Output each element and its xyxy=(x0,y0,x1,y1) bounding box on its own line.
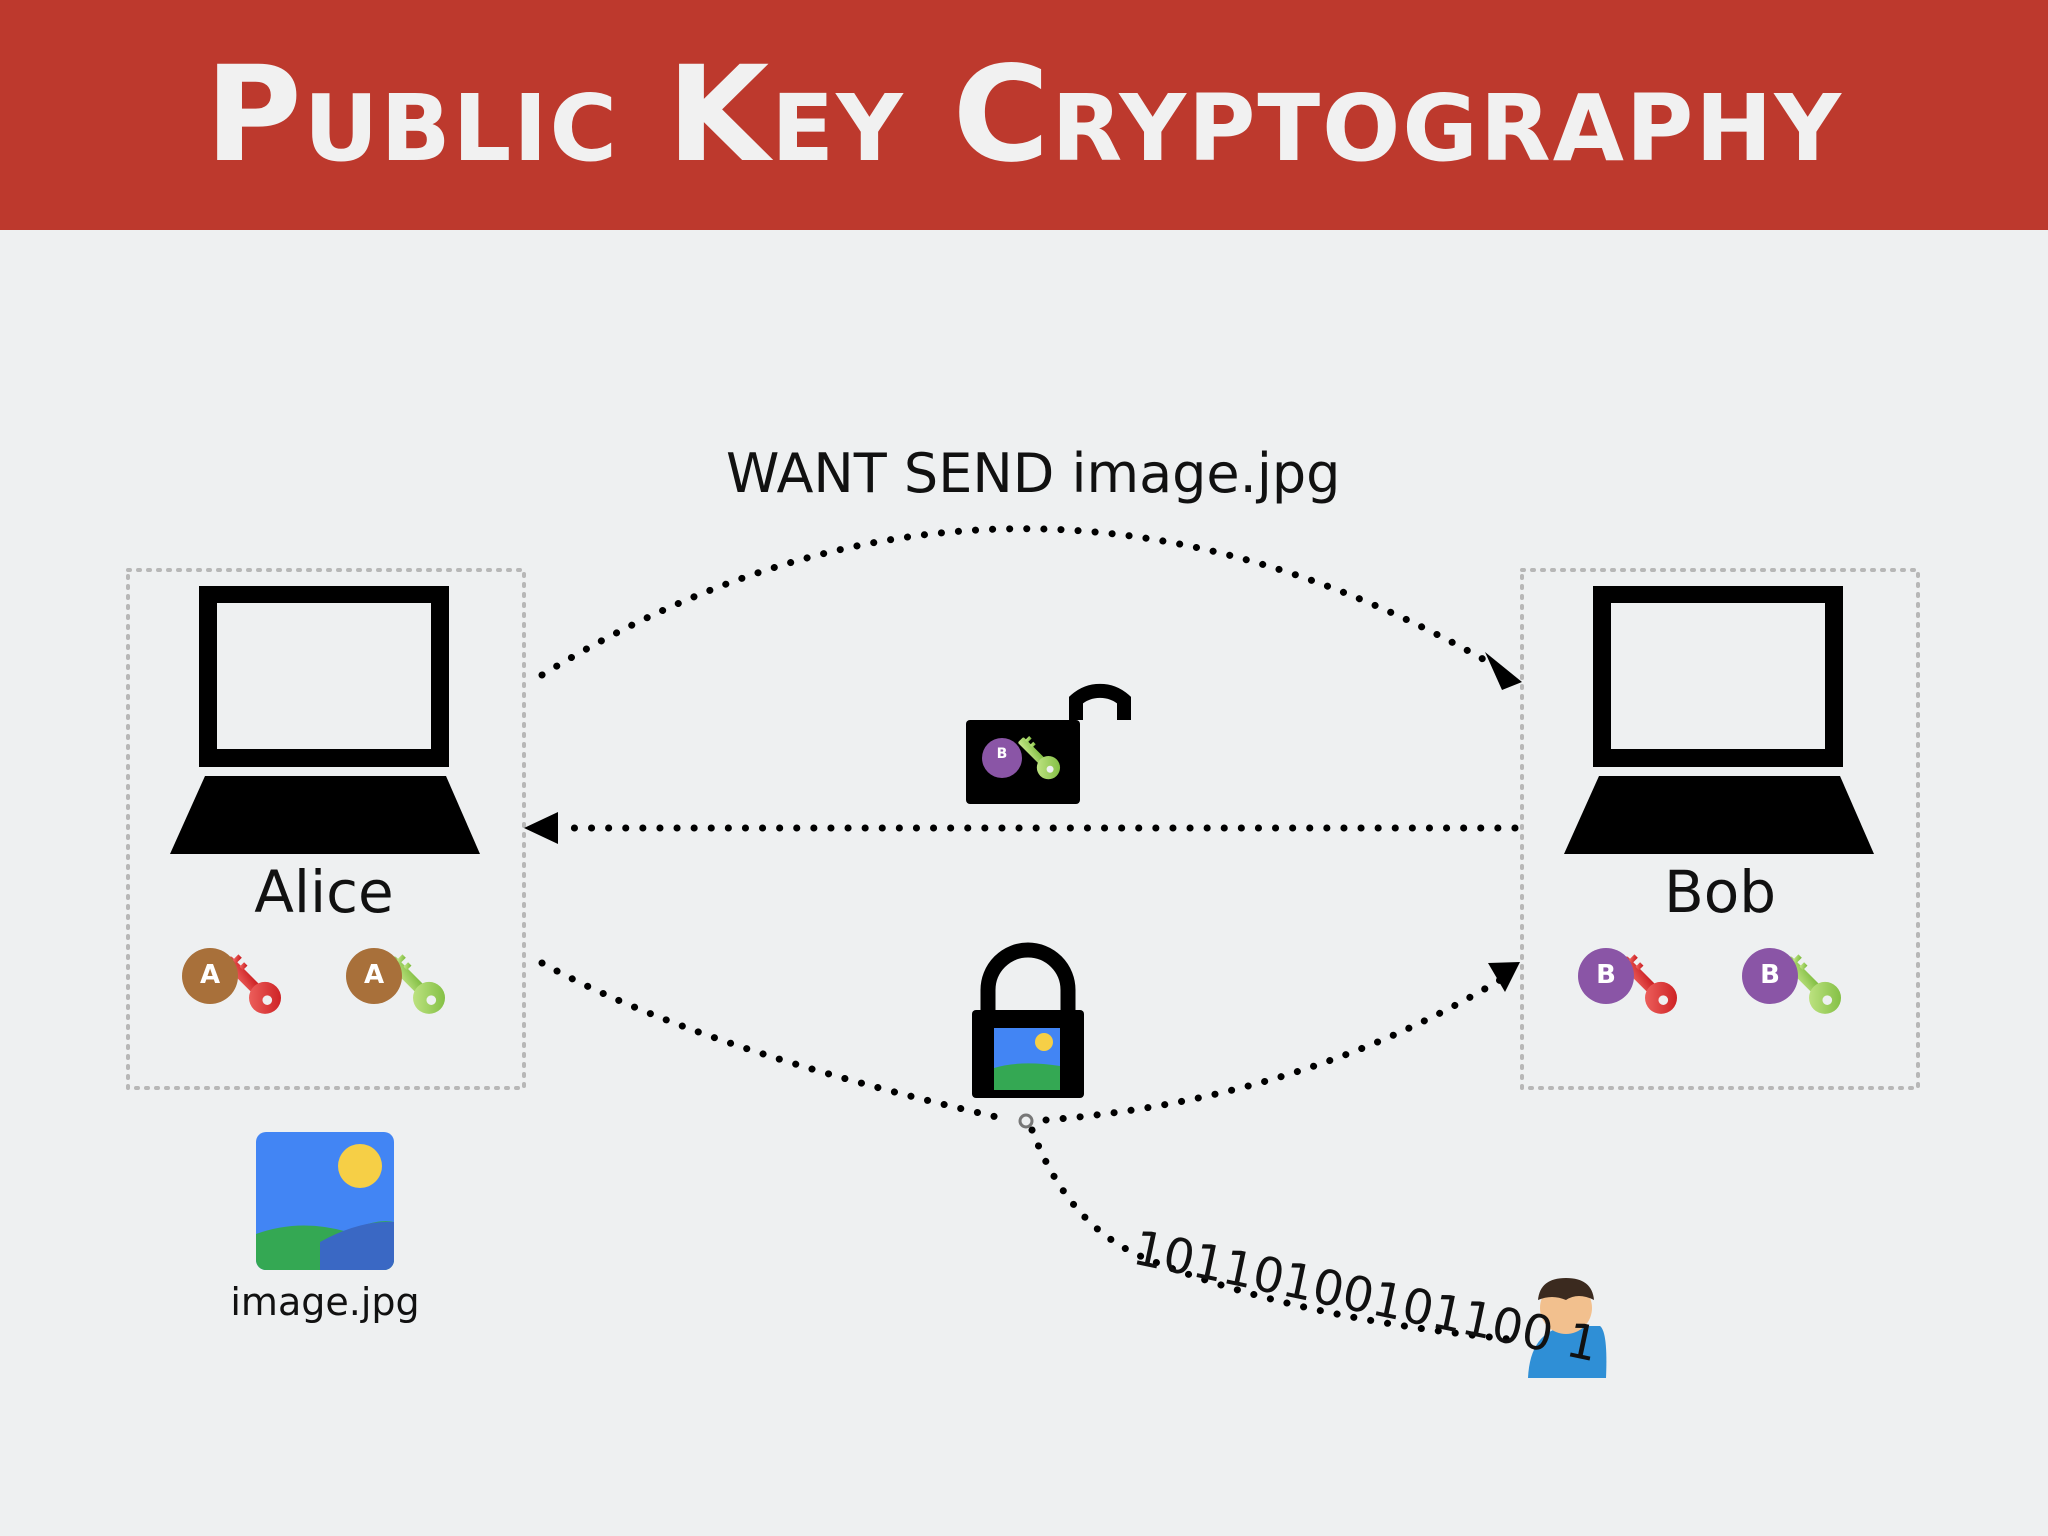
encrypted-arrow xyxy=(538,959,1014,1124)
green-key-icon xyxy=(346,948,452,1021)
user-person-icon xyxy=(1528,1278,1607,1378)
intercept-point xyxy=(1018,1113,1034,1129)
request-arrow xyxy=(538,525,1506,679)
red-key-icon xyxy=(1578,948,1684,1021)
open-padlock-key-letter: B xyxy=(996,746,1008,762)
alice-laptop-icon xyxy=(170,594,480,854)
bob-private-key-letter: B xyxy=(1596,960,1616,990)
bob-laptop-icon xyxy=(1564,594,1874,854)
request-label: WANT SEND image.jpg xyxy=(726,442,1341,505)
alice-public-key-letter: A xyxy=(363,960,385,990)
image-file-name: image.jpg xyxy=(230,1280,420,1324)
closed-padlock-icon xyxy=(972,942,1084,1098)
bob-private-key: B xyxy=(1576,946,1696,1038)
encrypted-arrow-second-half xyxy=(1042,976,1504,1124)
title-bar xyxy=(0,0,2048,230)
alice-private-key-letter: A xyxy=(199,960,221,990)
alice-name: Alice xyxy=(254,858,394,926)
alice-private-key: A xyxy=(180,946,300,1038)
green-key-icon xyxy=(1742,948,1848,1021)
request-arrowhead xyxy=(1485,652,1522,690)
encrypted-arrowhead xyxy=(1488,962,1520,992)
image-file-icon xyxy=(256,1132,394,1270)
intercept-arrow xyxy=(1028,1126,1524,1344)
slide-title: Public Key Cryptography xyxy=(205,38,1843,192)
open-padlock-icon xyxy=(966,683,1131,804)
bob-public-key: B xyxy=(1740,946,1860,1038)
bob-name: Bob xyxy=(1663,858,1777,926)
bob-frame xyxy=(1520,568,1920,1090)
public-key-arrowhead xyxy=(524,812,558,844)
alice-frame xyxy=(126,568,526,1090)
bob-public-key-letter: B xyxy=(1760,960,1780,990)
alice-public-key: A xyxy=(344,946,464,1038)
red-key-icon xyxy=(182,948,288,1021)
